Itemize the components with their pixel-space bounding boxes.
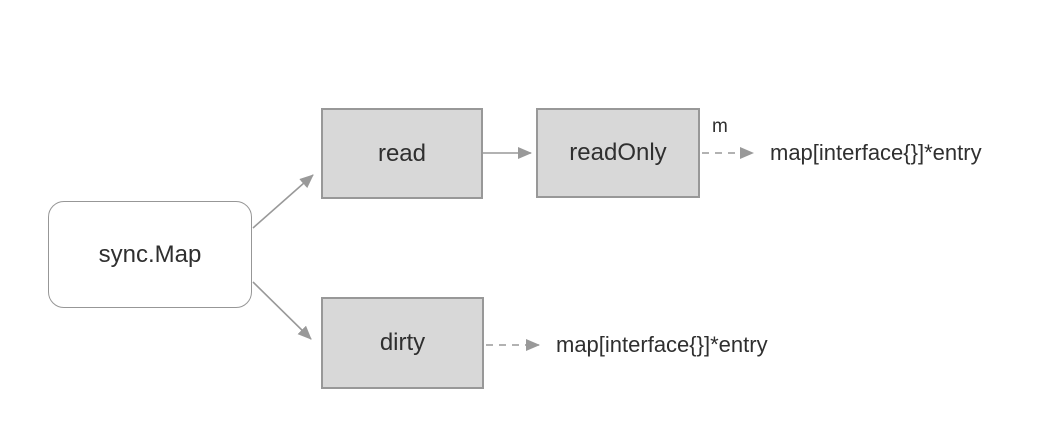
node-sync-map: sync.Map (48, 201, 252, 308)
node-readonly: readOnly (536, 108, 700, 198)
node-readonly-label: readOnly (569, 139, 667, 166)
edge-syncmap-to-read-arrow (252, 174, 314, 229)
edge-syncmap-to-dirty-arrow (252, 281, 312, 340)
node-sync-map-label: sync.Map (98, 240, 202, 268)
node-dirty: dirty (321, 297, 484, 389)
node-read: read (321, 108, 483, 199)
node-dirty-label: dirty (379, 329, 426, 356)
dirty-target-type-text: map[interface{}]*entry (556, 332, 768, 357)
node-read-label: read (377, 139, 427, 167)
edge-label-m: m (712, 116, 728, 137)
readonly-target-type-text: map[interface{}]*entry (770, 140, 982, 165)
